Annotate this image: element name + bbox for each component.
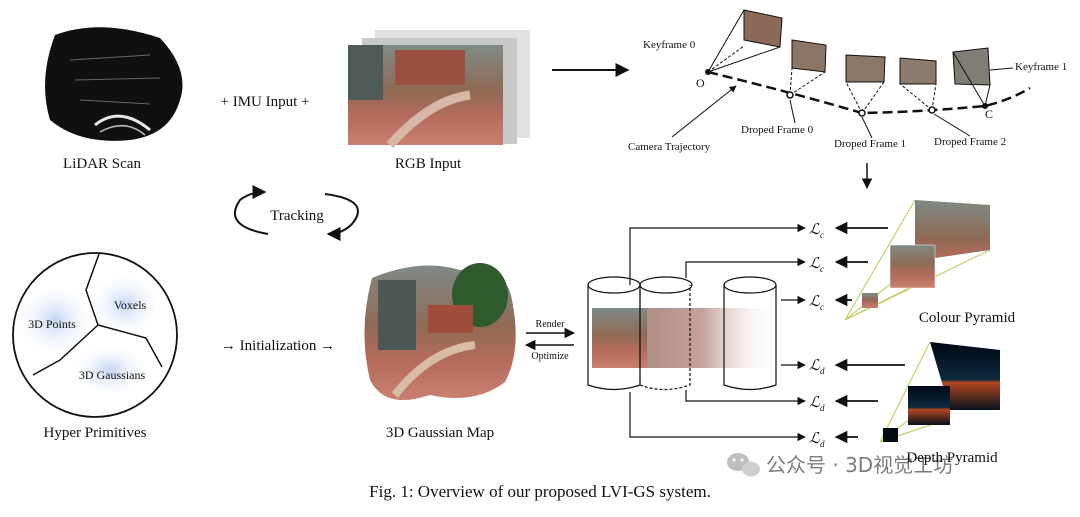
svg-text:ℒ: ℒ xyxy=(809,358,821,374)
svg-text:ℒ: ℒ xyxy=(809,294,821,310)
pyramid-to-loss-arrows xyxy=(834,221,905,444)
primitive-voxels: Voxels xyxy=(114,298,147,312)
depth-pyramid xyxy=(879,341,1001,443)
svg-text:ℒ: ℒ xyxy=(809,256,821,272)
loss-lc-2: ℒ c xyxy=(809,256,824,274)
svg-text:c: c xyxy=(820,302,824,312)
initialization-label: → Initialization → xyxy=(221,338,335,354)
svg-text:c: c xyxy=(820,264,824,274)
camera-trajectory-label: Camera Trajectory xyxy=(628,141,711,153)
tracking-loop-arrows xyxy=(234,185,359,241)
gaussian-map-label: 3D Gaussian Map xyxy=(386,425,494,441)
lidar-scan-image xyxy=(45,27,183,141)
wechat-icon xyxy=(727,453,760,477)
primitive-3d-gaussians: 3D Gaussians xyxy=(79,368,146,382)
svg-text:d: d xyxy=(820,439,825,449)
imu-label: + IMU Input + xyxy=(221,94,310,110)
dropped-frame2-label: Droped Frame 2 xyxy=(934,136,1006,148)
svg-text:d: d xyxy=(820,403,825,413)
svg-text:c: c xyxy=(820,230,824,240)
svg-text:ℒ: ℒ xyxy=(809,222,821,238)
loss-lc-3: ℒ c xyxy=(809,294,824,312)
svg-text:ℒ: ℒ xyxy=(809,431,821,447)
colour-pyramid xyxy=(844,199,991,321)
primitive-3d-points: 3D Points xyxy=(28,317,76,331)
camera-trajectory-panel xyxy=(671,9,1031,139)
loss-ld-1: ℒ d xyxy=(809,358,825,376)
optimize-label: Optimize xyxy=(531,351,569,362)
watermark: 公众号 · 3D视觉工坊 xyxy=(727,453,953,477)
loss-connectors xyxy=(629,223,806,442)
dropped-frame0-label: Droped Frame 0 xyxy=(741,124,814,136)
colour-pyramid-label: Colour Pyramid xyxy=(919,310,1016,326)
loss-ld-3: ℒ d xyxy=(809,431,825,449)
point-c-label: C xyxy=(985,107,993,121)
svg-text:公众号 · 3D视觉工坊: 公众号 · 3D视觉工坊 xyxy=(766,453,953,477)
point-o-label: O xyxy=(696,76,705,90)
rgb-label: RGB Input xyxy=(395,156,462,172)
loss-ld-2: ℒ d xyxy=(809,395,825,413)
svg-text:d: d xyxy=(820,366,825,376)
gaussian-map-image xyxy=(364,263,516,400)
hyper-primitives-circle xyxy=(12,252,178,418)
rgb-input-stack xyxy=(348,30,530,148)
depth-pyramid-label: Depth Pyramid xyxy=(906,450,998,466)
keyframe0-label: Keyframe 0 xyxy=(643,39,696,51)
lidar-label: LiDAR Scan xyxy=(63,156,141,172)
render-label: Render xyxy=(536,319,566,330)
figure-caption: Fig. 1: Overview of our proposed LVI-GS … xyxy=(369,482,711,501)
svg-text:ℒ: ℒ xyxy=(809,395,821,411)
dropped-frame1-label: Droped Frame 1 xyxy=(834,138,906,150)
loss-lc-1: ℒ c xyxy=(809,222,824,240)
hyper-primitives-title: Hyper Primitives xyxy=(44,425,147,441)
rendered-image-cylinders xyxy=(587,276,777,391)
keyframe1-label: Keyframe 1 xyxy=(1015,61,1067,73)
tracking-label: Tracking xyxy=(270,208,324,224)
